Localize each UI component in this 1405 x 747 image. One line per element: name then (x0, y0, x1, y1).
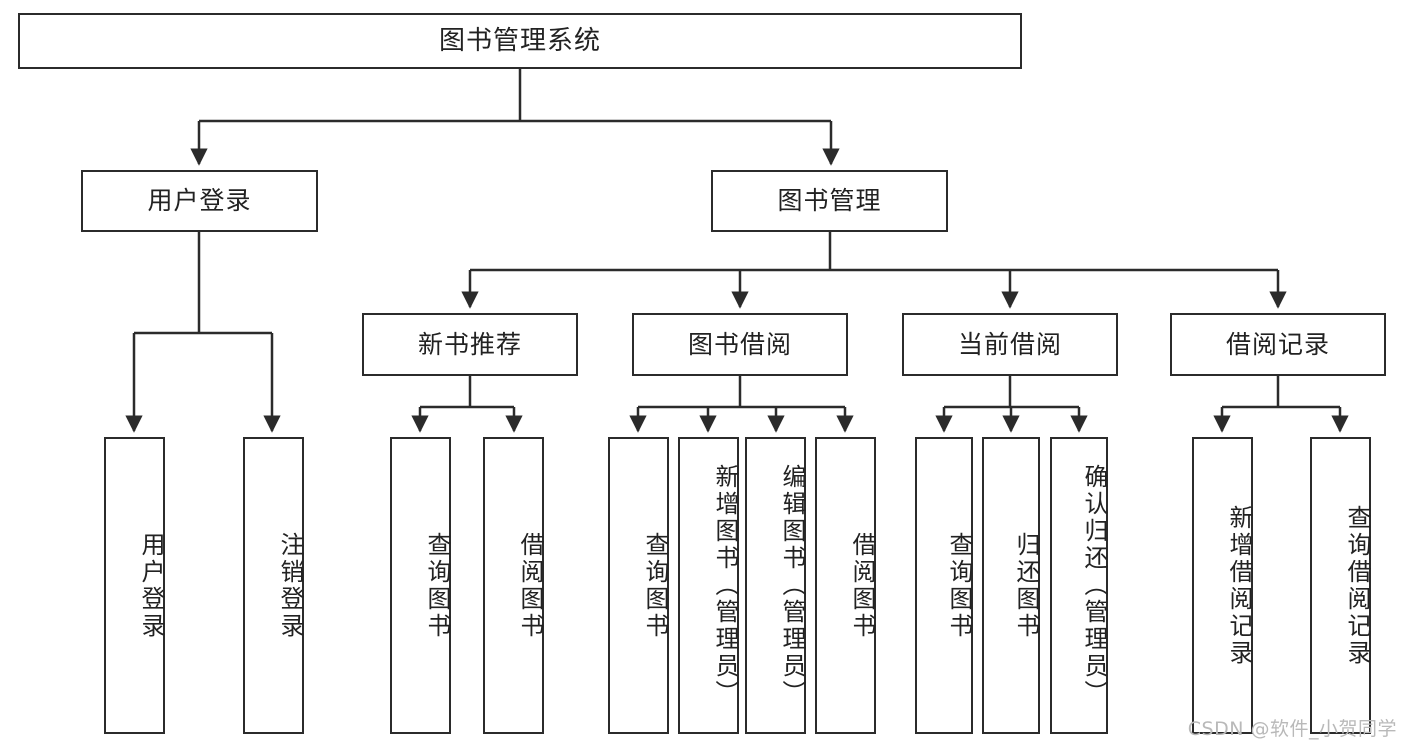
node-book-manage[interactable]: 图书管理 (711, 170, 948, 232)
node-label: 借阅记录 (1225, 329, 1330, 359)
node-book-borrow[interactable]: 图书借阅 (632, 313, 848, 376)
node-label: 用户登录 (147, 186, 252, 216)
node-label: 用户登录 (137, 531, 165, 640)
node-label: 借阅图书 (516, 531, 544, 640)
node-label: 查询图书 (945, 531, 973, 640)
node-borrow-record[interactable]: 借阅记录 (1170, 313, 1386, 376)
leaf-borrow-book[interactable]: 借阅图书 (815, 437, 876, 734)
leaf-query-book-from-borrow[interactable]: 查询图书 (608, 437, 669, 734)
leaf-add-book-admin[interactable]: 新增图书（管理员） (678, 437, 739, 734)
leaf-query-borrow-record[interactable]: 查询借阅记录 (1310, 437, 1371, 734)
node-label: 当前借阅 (957, 329, 1062, 359)
node-label: 确认归还（管理员） (1080, 464, 1108, 707)
node-label: 借阅图书 (848, 531, 876, 640)
node-current-borrow[interactable]: 当前借阅 (902, 313, 1118, 376)
leaf-edit-book-admin[interactable]: 编辑图书（管理员） (745, 437, 806, 734)
node-label: 注销登录 (276, 531, 304, 640)
leaf-query-book-from-recommend[interactable]: 查询图书 (390, 437, 451, 734)
node-label: 查询借阅记录 (1343, 504, 1371, 667)
node-label: 新增图书（管理员） (711, 464, 739, 707)
node-label: 图书借阅 (687, 329, 792, 359)
node-label: 新增借阅记录 (1225, 504, 1253, 667)
leaf-logout[interactable]: 注销登录 (243, 437, 304, 734)
leaf-user-login[interactable]: 用户登录 (104, 437, 165, 734)
node-root-system[interactable]: 图书管理系统 (18, 13, 1022, 69)
node-user-login[interactable]: 用户登录 (81, 170, 318, 232)
node-label: 编辑图书（管理员） (778, 464, 806, 707)
node-label: 新书推荐 (417, 329, 522, 359)
node-label: 图书管理系统 (438, 25, 601, 56)
leaf-confirm-return-admin[interactable]: 确认归还（管理员） (1050, 437, 1108, 734)
node-new-book-recommend[interactable]: 新书推荐 (362, 313, 578, 376)
node-label: 归还图书 (1012, 531, 1040, 640)
leaf-borrow-book-from-recommend[interactable]: 借阅图书 (483, 437, 544, 734)
node-label: 查询图书 (641, 531, 669, 640)
node-label: 图书管理 (777, 186, 882, 216)
leaf-add-borrow-record[interactable]: 新增借阅记录 (1192, 437, 1253, 734)
watermark-text: CSDN @软件_小贺同学 (1187, 718, 1397, 740)
leaf-query-book-from-current[interactable]: 查询图书 (915, 437, 973, 734)
node-label: 查询图书 (423, 531, 451, 640)
leaf-return-book[interactable]: 归还图书 (982, 437, 1040, 734)
